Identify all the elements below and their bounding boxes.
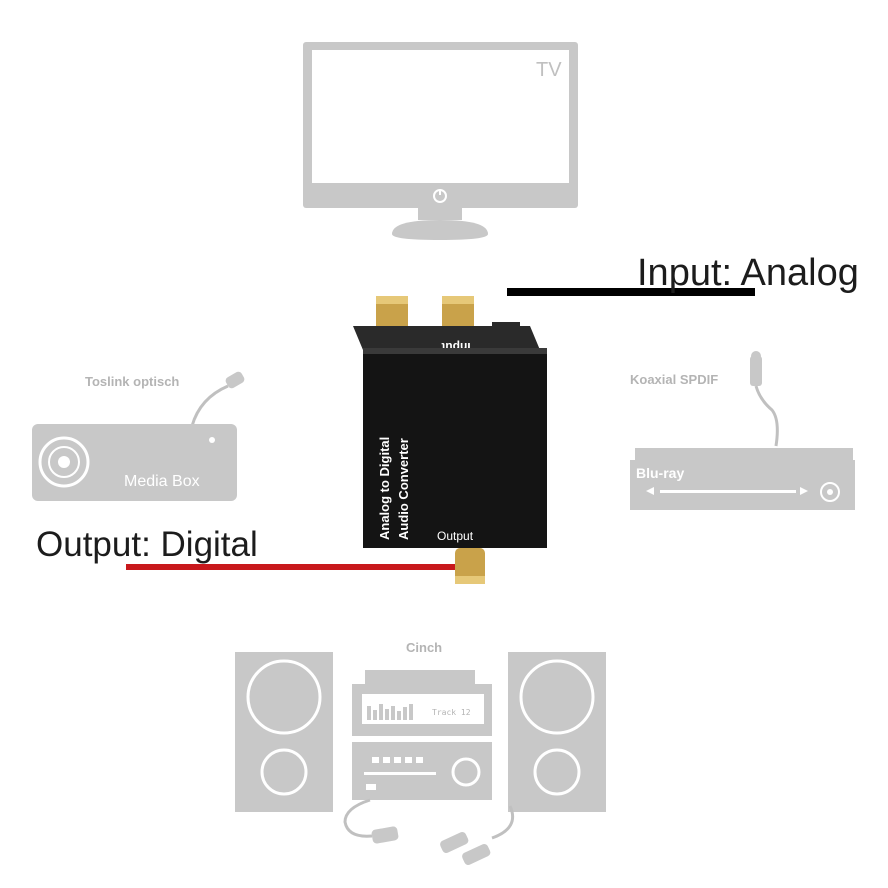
output-label: Output: Digital: [36, 525, 258, 564]
input-rca-right-rim: [442, 296, 474, 304]
blu-ray-coax-port-center: [827, 489, 833, 495]
blu-ray-label: Blu-ray: [636, 465, 684, 481]
coax-cable: [754, 385, 779, 447]
cinch-cable-right: [491, 805, 515, 840]
blu-ray-device: Koaxial SPDIF Blu-ray: [630, 351, 855, 510]
stereo-system: Cinch Track 12: [235, 640, 606, 865]
tv-stand: [392, 220, 488, 240]
tv-neck: [418, 208, 462, 220]
cinch-caption: Cinch: [406, 640, 442, 655]
coax-caption: Koaxial SPDIF: [630, 372, 718, 387]
hifi-port: [366, 784, 376, 790]
media-box-dial-center: [58, 456, 70, 468]
output-rca: [455, 548, 485, 584]
tv-device: TV: [303, 42, 578, 240]
converter-top-plate: [353, 326, 540, 350]
blu-ray-eject-icon: [646, 487, 654, 495]
cinch-plug-right-b-icon: [462, 843, 491, 865]
converter-device: Input Analog to Digital Audio Converter …: [353, 296, 547, 584]
hifi-buttons: [364, 757, 436, 775]
media-box-dial-ring: [48, 446, 80, 478]
tv-label: TV: [536, 59, 562, 81]
media-box-device: Toslink optisch Media Box: [32, 371, 245, 501]
toslink-cable: [190, 384, 229, 427]
right-speaker-woofer: [519, 659, 595, 735]
hifi-display-text: Track 12: [432, 708, 471, 717]
input-rca-right: [442, 296, 474, 332]
converter-line1: Analog to Digital: [377, 437, 392, 540]
blu-ray-top: [635, 448, 853, 462]
input-rca-left: [376, 296, 408, 332]
coax-plug-icon: [750, 356, 762, 386]
media-box-body: [32, 424, 237, 501]
output-port-label: Output: [437, 529, 474, 543]
tv-screen-inner: [312, 50, 569, 183]
output-rca-rim: [455, 576, 485, 584]
converter-body: [363, 348, 547, 548]
toslink-plug-icon: [225, 371, 245, 389]
coax-plug-tip: [751, 351, 761, 361]
blu-ray-body: [630, 460, 855, 510]
cinch-plug-right-a-icon: [440, 831, 469, 853]
converter-body-edge: [363, 348, 547, 354]
hifi-lower: [352, 742, 492, 800]
media-box-led-icon: [209, 437, 215, 443]
hifi-top-lid: [365, 670, 475, 684]
input-line: [507, 288, 755, 296]
input-label: Input: Analog: [637, 252, 859, 294]
cinch-plug-left-icon: [371, 826, 399, 844]
right-speaker-tweeter: [533, 748, 581, 796]
left-speaker-tweeter: [260, 748, 308, 796]
cinch-cable-left: [343, 798, 373, 838]
toslink-caption: Toslink optisch: [85, 374, 179, 389]
equalizer-bars-icon: [367, 704, 413, 720]
left-speaker-woofer: [246, 659, 322, 735]
hifi-volume-knob-icon: [451, 757, 481, 787]
blu-ray-tray: [660, 490, 796, 493]
media-box-label: Media Box: [124, 473, 200, 490]
input-rca-left-rim: [376, 296, 408, 304]
media-box-dial-icon: [38, 436, 90, 488]
converter-line2: Audio Converter: [396, 438, 411, 540]
output-line: [126, 564, 455, 570]
blu-ray-play-icon: [800, 487, 808, 495]
blu-ray-coax-port-icon: [820, 482, 840, 502]
